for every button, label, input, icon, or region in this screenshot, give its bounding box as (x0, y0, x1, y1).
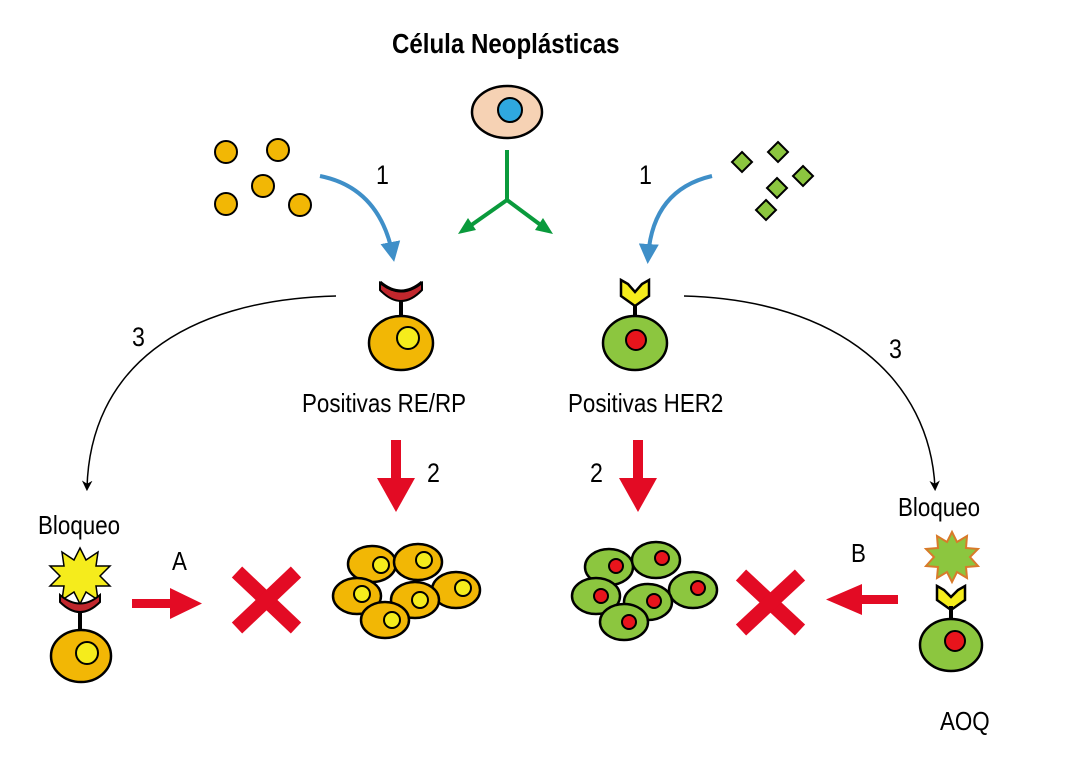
aoq-label: AOQ (940, 706, 990, 736)
her2-ligand-molecules (730, 140, 815, 222)
yellow-cell-cluster (331, 542, 482, 640)
diagram-title: Célula Neoplásticas (392, 28, 620, 59)
step1-right-label: 1 (639, 160, 652, 190)
right-blocked-cell (918, 529, 984, 673)
left-block-x-mark (231, 566, 302, 634)
arrow-a (132, 588, 202, 619)
step1-right-arrow (638, 174, 713, 264)
her2-positive-cell (601, 277, 669, 372)
step3-right-arrow (683, 295, 940, 492)
left-blocked-cell (48, 546, 113, 684)
step2-left-arrow (377, 440, 415, 512)
er-pr-positive-label: Positivas RE/RP (302, 388, 467, 418)
er-pr-positive-cell (367, 280, 435, 372)
step3-left-arrow (81, 295, 337, 492)
right-block-x-mark (735, 569, 806, 636)
arrow-a-label: A (172, 546, 187, 576)
step2-right-arrow (619, 440, 657, 512)
step3-left-label: 3 (132, 322, 145, 352)
step3-right-label: 3 (889, 334, 902, 364)
step2-right-label: 2 (590, 458, 603, 488)
step2-left-label: 2 (427, 458, 440, 488)
arrow-b (826, 584, 898, 615)
hormone-molecules (214, 138, 312, 217)
green-branch-arrow (458, 150, 553, 234)
neoplastic-cell (470, 84, 544, 140)
her2-positive-label: Positivas HER2 (568, 388, 724, 418)
green-cell-cluster (570, 540, 719, 642)
left-block-label: Bloqueo (38, 510, 121, 540)
step1-left-arrow (319, 174, 401, 262)
arrow-b-label: B (851, 538, 866, 568)
right-block-label: Bloqueo (898, 492, 981, 522)
step1-left-label: 1 (376, 160, 389, 190)
